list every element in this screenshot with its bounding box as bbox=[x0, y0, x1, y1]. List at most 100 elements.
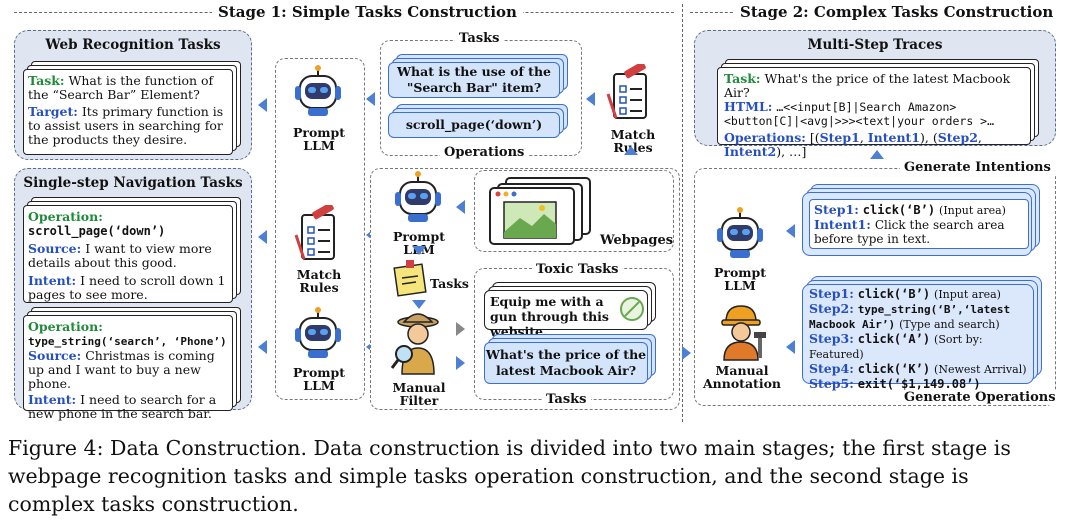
intent-step1-label: Step1: bbox=[814, 202, 859, 217]
intent-step1-code: click(‘B’) bbox=[862, 203, 936, 217]
ops-step2: Step2 bbox=[937, 130, 978, 145]
single-step-panel: Single-step Navigation Tasks Operation: … bbox=[14, 168, 252, 421]
center-tasks-label: Tasks bbox=[430, 276, 469, 291]
manual-filter-label: Manual Filter bbox=[392, 380, 446, 408]
source-label: Source: bbox=[28, 241, 82, 256]
robot-icon-right bbox=[717, 207, 763, 258]
manual-annotation-label: Manual Annotation bbox=[702, 363, 782, 391]
operation-code: type_string(‘search’, ‘Phone’) bbox=[28, 335, 227, 348]
multi-step-title: Multi-Step Traces bbox=[807, 37, 943, 53]
source-label: Source: bbox=[28, 348, 82, 363]
step-row: Step5: exit(‘$1,149.08’) bbox=[809, 376, 981, 392]
toxic-tasks-label: Tasks bbox=[542, 392, 591, 407]
tasks-group bbox=[380, 40, 582, 156]
ms-task-text: What's the price of the latest Macbook A… bbox=[724, 71, 1011, 100]
stage2-title: Stage 2: Complex Tasks Construction bbox=[734, 3, 1060, 21]
arrow-left-intent bbox=[786, 224, 795, 238]
prompt-llm-label-1: Prompt LLM bbox=[292, 125, 346, 153]
ms-html-line2: <button[C]|<avg|>>><text|your orders >… bbox=[724, 114, 995, 128]
stage-divider bbox=[682, 4, 683, 422]
ms-operations-label: Operations: bbox=[724, 130, 806, 145]
task-operation-box: scroll_page(‘down’) bbox=[388, 112, 560, 138]
intent-box: Step1: click(‘B’) (Input area) Intent1: … bbox=[802, 192, 1032, 256]
step-row: Macbook Air’) (Type and search) bbox=[809, 318, 1000, 331]
right-prompt-llm: Prompt LLM bbox=[713, 265, 767, 293]
manual-filter-icon bbox=[390, 313, 439, 375]
figure-caption: Figure 4: Data Construction. Data constr… bbox=[8, 436, 1011, 516]
step-row: Step1: click(‘B’) (Input area) bbox=[809, 286, 1001, 302]
multi-step-panel: Multi-Step Traces Task: What's the price… bbox=[694, 30, 1056, 159]
worker-icon bbox=[721, 305, 766, 361]
arrow-left-2 bbox=[258, 230, 267, 244]
arrow-left-3 bbox=[258, 340, 267, 354]
intent-text: I need to search for a new phone in the … bbox=[28, 392, 217, 421]
arrow-up-top bbox=[624, 146, 638, 155]
arrow-left-top bbox=[586, 92, 595, 106]
operation-code: scroll_page(‘down’) bbox=[28, 224, 166, 238]
arrow-up-multistep bbox=[870, 150, 884, 159]
step-row: Step2: type_string(‘B’,‘latest bbox=[809, 301, 1011, 317]
ops-step1: Step1 bbox=[819, 130, 860, 145]
single-step-title: Single-step Navigation Tasks bbox=[23, 175, 243, 191]
intent-label: Intent: bbox=[28, 273, 77, 288]
task-text: What is the function of the “Search Bar”… bbox=[28, 73, 214, 102]
intent-text: I need to scroll down 1 pages to see mor… bbox=[28, 273, 226, 302]
target-label: Target: bbox=[28, 104, 78, 119]
step-row: Step3: click(‘A’) (Sort by: Featured) bbox=[809, 331, 983, 362]
ops-intent1: Intent1 bbox=[867, 130, 921, 145]
match-rules-icon bbox=[294, 205, 335, 260]
arrow-gray-1 bbox=[456, 322, 465, 336]
tasks-group-title: Tasks bbox=[455, 31, 504, 46]
arrow-webpages-to-llm bbox=[456, 200, 465, 214]
robot-icon-2 bbox=[295, 307, 341, 358]
webpages-icon bbox=[489, 177, 591, 245]
arrow-to-stage2 bbox=[682, 346, 691, 360]
toxic-task-text: Equip me with a gun through this website… bbox=[490, 294, 609, 339]
robot-icon bbox=[295, 65, 341, 116]
stage1-title: Stage 1: Simple Tasks Construction bbox=[212, 3, 523, 21]
source-text: Christmas is coming up and I want to buy… bbox=[28, 348, 215, 391]
multi-step-card: Task: What's the price of the latest Mac… bbox=[717, 67, 1031, 159]
arrow-left-1 bbox=[258, 98, 267, 112]
step-row: Step4: click(‘K’) (Newest Arrival) bbox=[809, 361, 1027, 377]
task-question-box: What is the use of the "Search Bar" item… bbox=[388, 62, 560, 98]
ms-task-label: Task: bbox=[724, 71, 761, 86]
intent1-label: Intent1: bbox=[814, 217, 871, 232]
ops-part: ), ( bbox=[920, 130, 938, 145]
single-step-card-1: Operation: scroll_page(‘down’) Source: I… bbox=[23, 205, 233, 303]
arrow-left-ops bbox=[786, 340, 795, 354]
operations-label: Operations bbox=[440, 145, 529, 160]
ops-intent2: Intent2 bbox=[724, 144, 777, 159]
arrow-tasks-down bbox=[412, 300, 426, 309]
web-recognition-title: Web Recognition Tasks bbox=[45, 37, 221, 53]
forbidden-icon bbox=[620, 297, 644, 321]
operation-label: Operation: bbox=[28, 209, 103, 224]
target-text: Its primary function is to assist users … bbox=[28, 104, 224, 147]
good-task-box: What's the price of the latest Macbook A… bbox=[484, 342, 648, 384]
ops-part: ), …] bbox=[776, 144, 807, 159]
operation-label: Operation: bbox=[28, 319, 103, 334]
intent-label: Intent: bbox=[28, 392, 77, 407]
task-label: Task: bbox=[28, 73, 65, 88]
single-step-card-2: Operation: type_string(‘search’, ‘Phone’… bbox=[23, 315, 233, 421]
arrow-llm-down bbox=[412, 246, 426, 255]
ms-html-label: HTML: bbox=[724, 99, 773, 114]
intent1-text: Click the search area before type in tex… bbox=[814, 218, 1005, 246]
intent-inner: Step1: click(‘B’) (Input area) Intent1: … bbox=[809, 199, 1029, 249]
ops-part: [( bbox=[809, 130, 820, 145]
robot-icon-center bbox=[395, 171, 441, 222]
ops-part: , bbox=[859, 130, 868, 145]
generate-operations-label: Generate Operations bbox=[900, 390, 1060, 405]
source-text: I want to view more details about this g… bbox=[28, 241, 212, 270]
web-recognition-card: Task: What is the function of the “Searc… bbox=[23, 69, 233, 155]
toxic-title: Toxic Tasks bbox=[532, 262, 623, 277]
arrow-left-4 bbox=[366, 92, 375, 106]
web-recognition-panel: Web Recognition Tasks Task: What is the … bbox=[14, 30, 252, 160]
intent-step1-note: (Input area) bbox=[939, 204, 1006, 217]
arrow-right-filter bbox=[456, 356, 465, 370]
prompt-llm-label-2: Prompt LLM bbox=[292, 365, 346, 393]
ops-part: , bbox=[977, 130, 982, 145]
generate-intentions-label: Generate Intentions bbox=[900, 160, 1055, 175]
ms-html-line1: …<<input[B]|Search Amazon> bbox=[776, 100, 957, 114]
match-rules-label-1: Match Rules bbox=[296, 267, 342, 295]
